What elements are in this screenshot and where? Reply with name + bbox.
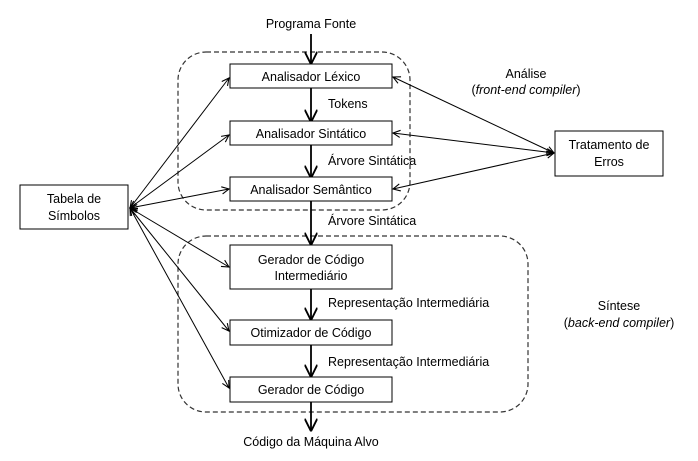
phase-box-sintatico bbox=[229, 120, 393, 146]
analysis-region-subtitle-text: front-end compiler bbox=[476, 83, 578, 97]
symbol-table-box bbox=[19, 184, 129, 230]
link-errors-sintatico bbox=[393, 133, 554, 153]
flow-label-repr-2: Representação Intermediária bbox=[328, 355, 489, 369]
flow-label-tokens: Tokens bbox=[328, 97, 368, 111]
error-handler-box bbox=[554, 130, 664, 177]
link-symtab-gerador bbox=[130, 208, 229, 388]
synthesis-region-subtitle: (back-end compiler) bbox=[564, 316, 674, 330]
phase-box-semantico bbox=[229, 176, 393, 202]
flow-label-repr-1: Representação Intermediária bbox=[328, 296, 489, 310]
phase-label-gci-line2: Intermediário bbox=[275, 269, 348, 283]
input-label: Programa Fonte bbox=[266, 17, 356, 31]
phase-box-otimizador bbox=[229, 319, 393, 346]
flow-label-arvore-1: Árvore Sintática bbox=[328, 153, 416, 168]
phase-box-gerador bbox=[229, 376, 393, 403]
symbol-table-label-line2: Símbolos bbox=[48, 209, 100, 223]
phase-label-semantico: Analisador Semântico bbox=[250, 183, 372, 197]
phase-box-lexico bbox=[229, 63, 393, 89]
phase-box-gci bbox=[229, 244, 393, 290]
phase-label-lexico: Analisador Léxico bbox=[262, 70, 361, 84]
phase-label-gerador: Gerador de Código bbox=[258, 383, 364, 397]
link-symtab-sintatico bbox=[130, 135, 229, 208]
synthesis-region-title: Síntese bbox=[598, 299, 640, 313]
error-handler-label-line1: Tratamento de bbox=[569, 138, 650, 152]
symbol-table-label-line1: Tabela de bbox=[47, 192, 101, 206]
phase-label-sintatico: Analisador Sintático bbox=[256, 127, 367, 141]
analysis-region-title: Análise bbox=[506, 67, 547, 81]
analysis-region-subtitle: (front-end compiler) bbox=[471, 83, 580, 97]
error-handler-label-line2: Erros bbox=[594, 155, 624, 169]
phase-label-otimizador: Otimizador de Código bbox=[251, 326, 372, 340]
synthesis-region-subtitle-text: back-end compiler bbox=[568, 316, 671, 330]
link-symtab-gci bbox=[130, 208, 229, 267]
phase-label-gci-line1: Gerador de Código bbox=[258, 253, 364, 267]
link-symtab-otimizador bbox=[130, 208, 229, 331]
link-errors-semantico bbox=[393, 153, 554, 189]
output-label: Código da Máquina Alvo bbox=[243, 435, 379, 449]
link-symtab-semantico bbox=[130, 189, 229, 208]
flow-label-arvore-2: Árvore Sintática bbox=[328, 213, 416, 228]
link-symtab-lexico bbox=[130, 78, 229, 208]
